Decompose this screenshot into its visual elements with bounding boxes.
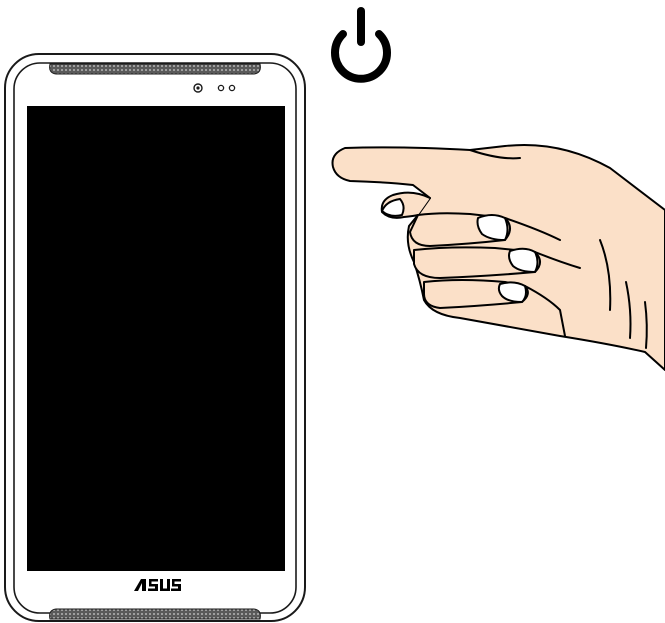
sensor-dot-icon [229,85,234,90]
top-speaker-grille [50,64,261,74]
sensor-dot-icon [218,85,223,90]
tablet-screen [27,106,285,571]
power-icon [335,11,387,79]
pointing-hand-icon [333,145,665,370]
bottom-speaker-grille [50,609,261,619]
tablet [5,54,305,621]
